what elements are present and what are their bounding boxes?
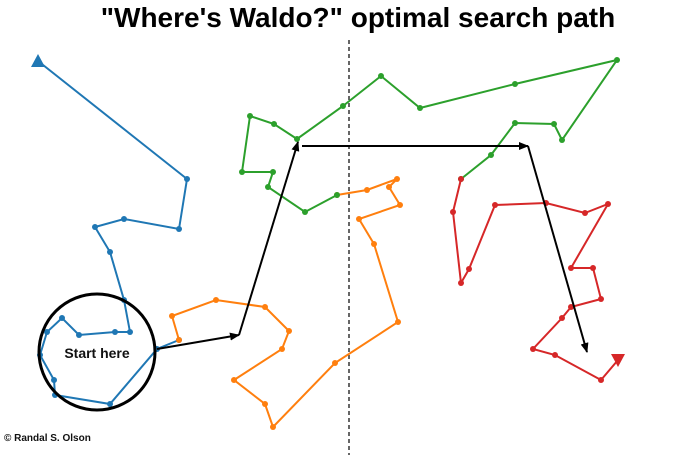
point-marker xyxy=(356,216,362,222)
point-marker xyxy=(76,332,82,338)
point-marker xyxy=(492,202,498,208)
point-marker xyxy=(271,121,277,127)
point-marker xyxy=(458,176,464,182)
point-marker xyxy=(279,346,285,352)
arrow-icon xyxy=(156,332,240,350)
point-marker xyxy=(302,209,308,215)
point-marker xyxy=(512,81,518,87)
point-marker xyxy=(184,176,190,182)
point-marker xyxy=(332,360,338,366)
point-marker xyxy=(51,377,57,383)
point-marker xyxy=(568,265,574,271)
chart-title: "Where's Waldo?" optimal search path xyxy=(100,2,616,33)
point-marker xyxy=(247,113,253,119)
point-marker xyxy=(121,216,127,222)
point-marker xyxy=(466,266,472,272)
point-marker xyxy=(378,73,384,79)
point-marker xyxy=(364,187,370,193)
point-marker xyxy=(614,57,620,63)
point-marker xyxy=(559,137,565,143)
point-marker xyxy=(112,329,118,335)
point-marker xyxy=(417,105,423,111)
point-marker xyxy=(294,136,300,142)
point-marker xyxy=(551,121,557,127)
path-line xyxy=(240,58,620,214)
point-marker xyxy=(270,424,276,430)
start-circle xyxy=(37,292,157,412)
arrow-icon xyxy=(527,145,589,353)
direction-arrows xyxy=(156,141,589,353)
arrow-icon xyxy=(238,141,300,336)
point-marker xyxy=(394,176,400,182)
triangle-marker-icon xyxy=(31,54,45,67)
point-marker xyxy=(552,352,558,358)
point-marker xyxy=(176,226,182,232)
point-marker xyxy=(239,169,245,175)
point-marker xyxy=(127,329,133,335)
point-marker xyxy=(340,103,346,109)
point-marker xyxy=(530,346,536,352)
point-marker xyxy=(598,377,604,383)
point-marker xyxy=(213,297,219,303)
point-marker xyxy=(169,313,175,319)
point-marker xyxy=(395,319,401,325)
point-marker xyxy=(107,401,113,407)
point-marker xyxy=(598,296,604,302)
point-marker xyxy=(397,202,403,208)
point-marker xyxy=(176,337,182,343)
point-marker xyxy=(568,304,574,310)
point-marker xyxy=(334,192,340,198)
series-segment-3 xyxy=(239,57,620,215)
series-segment-2 xyxy=(169,176,403,430)
path-series xyxy=(31,54,625,430)
point-marker xyxy=(286,328,292,334)
point-marker xyxy=(262,401,268,407)
point-marker xyxy=(605,201,611,207)
point-marker xyxy=(371,241,377,247)
point-marker xyxy=(590,265,596,271)
point-marker xyxy=(231,377,237,383)
point-marker xyxy=(512,120,518,126)
point-marker xyxy=(265,184,271,190)
point-marker xyxy=(488,152,494,158)
point-marker xyxy=(107,249,113,255)
copyright-credit: © Randal S. Olson xyxy=(4,433,91,444)
point-marker xyxy=(270,169,276,175)
triangle-marker-icon xyxy=(611,354,625,367)
point-marker xyxy=(559,315,565,321)
point-marker xyxy=(458,280,464,286)
point-marker xyxy=(44,329,50,335)
point-marker xyxy=(386,184,392,190)
path-line xyxy=(37,60,189,406)
point-marker xyxy=(59,315,65,321)
start-here-label: Start here xyxy=(64,345,130,361)
point-marker xyxy=(450,209,456,215)
point-marker xyxy=(582,210,588,216)
point-marker xyxy=(262,304,268,310)
series-segment-4 xyxy=(450,176,625,383)
path-line xyxy=(170,178,402,429)
point-marker xyxy=(92,224,98,230)
